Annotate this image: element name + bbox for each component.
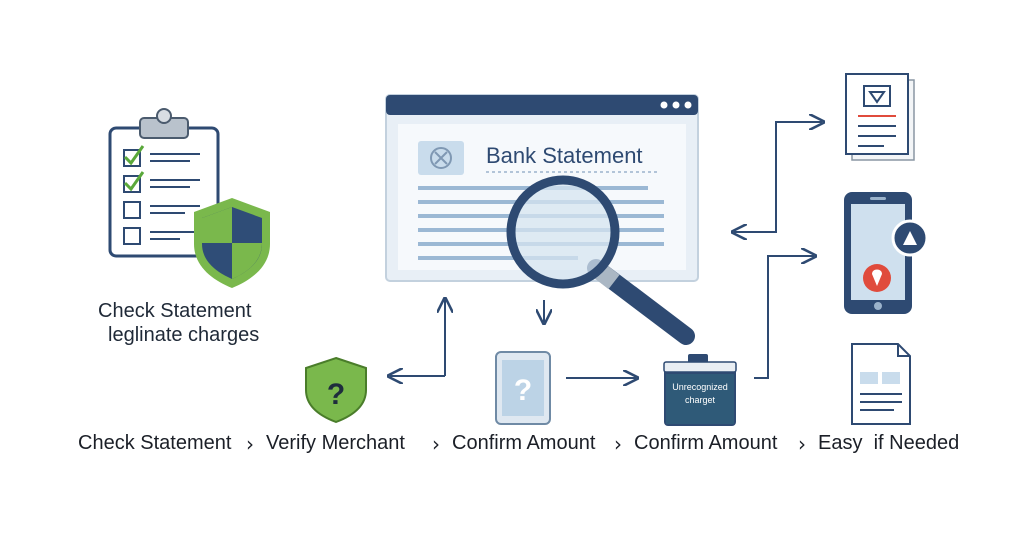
step-easy-if-needed: Easy if Needed <box>818 432 960 454</box>
step-separator-3: › <box>614 432 622 456</box>
bag-label-line-1: Unrecognized <box>672 382 728 392</box>
step-verify-merchant: Verify Merchant <box>266 432 405 454</box>
left-caption-line-2: leglinate charges <box>108 324 260 346</box>
step-check-statement: Check Statement <box>78 432 232 454</box>
step-confirm-amount-2: Confirm Amount <box>634 432 778 454</box>
clipboard-checklist-icon <box>108 108 220 258</box>
branch-arrow-to-window <box>734 176 777 232</box>
tablet-question-icon: ? <box>495 351 551 425</box>
security-shield-icon <box>194 198 270 288</box>
step-separator-2: › <box>432 432 440 456</box>
left-caption-line-1: Check Statement <box>98 300 252 322</box>
report-document-icon <box>845 73 915 161</box>
step-confirm-amount-1: Confirm Amount <box>452 432 596 454</box>
svg-text:?: ? <box>327 378 345 411</box>
step-separator-4: › <box>798 432 806 456</box>
text-document-icon <box>851 343 911 425</box>
phone-alert-icon <box>844 192 929 314</box>
svg-text:?: ? <box>514 374 532 407</box>
step-separator-1: › <box>246 432 254 456</box>
statement-title: Bank Statement <box>486 143 643 168</box>
branch-arrow-to-phone <box>754 256 814 379</box>
magnifying-glass-icon <box>506 175 695 345</box>
unrecognized-charge-box <box>663 354 737 426</box>
question-shield-icon: ? <box>305 356 367 424</box>
branch-arrow-to-document <box>775 122 822 176</box>
bag-label-line-2: charget <box>684 395 716 405</box>
